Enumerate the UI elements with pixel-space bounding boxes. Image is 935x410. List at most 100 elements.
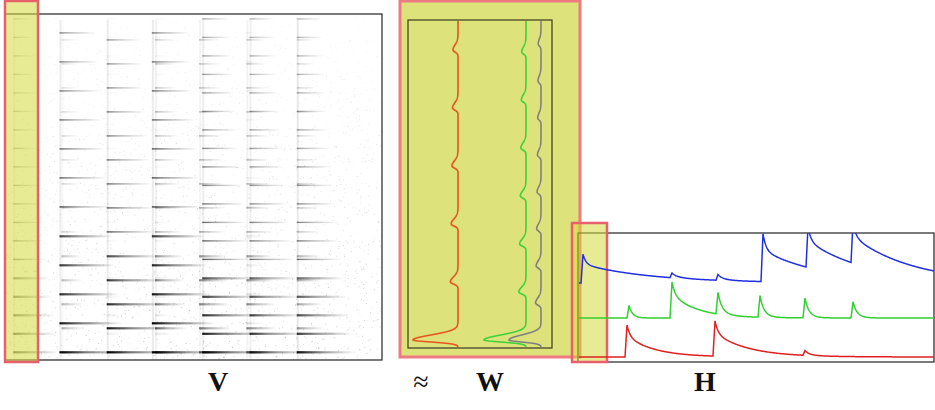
spectrogram-noise [120,271,121,272]
spectrogram-noise [53,302,54,303]
spectrogram-noise [315,220,316,221]
spectrogram-noise [176,41,177,42]
spectrogram-noise [86,335,87,336]
spectrogram-noise [361,161,362,162]
spectrogram-noise [330,190,331,191]
spectrogram-noise [218,283,219,284]
spectrogram-noise [144,330,145,331]
spectrogram-noise [303,344,304,345]
spectrogram-noise [378,221,379,222]
spectrogram-noise [87,305,88,306]
spectrogram-noise [73,92,74,93]
spectrogram-noise [356,178,357,179]
spectrogram-noise [260,224,261,225]
spectrogram-noise [187,195,188,196]
spectrogram-noise [129,103,130,104]
spectrogram-noise [362,343,363,344]
spectrogram-noise [118,174,119,175]
spectrogram-noise [256,275,257,276]
spectrogram-noise [197,208,198,209]
spectrogram-noise [315,287,316,288]
spectrogram-noise [194,325,195,326]
spectrogram-noise [159,210,160,211]
spectrogram-noise [64,113,65,114]
spectrogram-noise [127,211,128,212]
spectrogram-noise [308,298,309,299]
spectrogram-noise [330,251,331,252]
spectrogram-noise [359,210,360,211]
spectrogram-noise [232,345,233,346]
spectrogram-noise [177,55,178,56]
spectrogram-noise [364,20,365,21]
spectrogram-noise [134,306,135,307]
spectrogram-noise [364,82,365,83]
spectrogram-noise [196,252,197,253]
spectrogram-noise [45,194,46,195]
spectrogram-noise [380,308,381,309]
spectrogram-noise [350,220,351,221]
spectrogram-noise [130,186,131,187]
spectrogram-noise [281,45,282,46]
spectrogram-noise [230,248,231,249]
spectrogram-noise [49,57,50,58]
spectrogram-noise [308,345,309,346]
spectrogram-noise [303,264,304,265]
spectrogram-noise [92,22,93,23]
spectrogram-noise [190,317,191,318]
spectrogram-noise [327,272,328,273]
spectrogram-noise [188,139,189,140]
spectrogram-noise [342,162,343,163]
spectrogram-noise [85,129,86,130]
spectrogram-noise [159,224,160,225]
spectrogram-noise [175,229,176,230]
spectrogram-noise [354,275,355,276]
spectrogram-noise [209,311,210,312]
spectrogram-noise [377,313,378,314]
spectrogram-noise [47,207,48,208]
spectrogram-noise [117,219,118,220]
spectrogram-noise [67,326,68,327]
spectrogram-noise [280,194,281,195]
spectrogram-noise [263,316,264,317]
spectrogram-noise [55,307,56,308]
spectrogram-noise [322,178,323,179]
spectrogram-noise [158,343,159,344]
spectrogram-noise [316,143,317,144]
spectrogram-noise [338,100,339,101]
spectrogram-noise [372,81,373,82]
spectrogram-noise [182,187,183,188]
spectrogram-noise [354,94,355,95]
spectrogram-noise [233,201,234,202]
spectrogram-noise [176,22,177,23]
spectrogram-noise [195,319,196,320]
spectrogram-noise [179,299,180,300]
spectrogram-noise [267,284,268,285]
spectrogram-noise [138,333,139,334]
spectrogram-noise [192,275,193,276]
spectrogram-noise [104,203,105,204]
spectrogram-noise [283,321,284,322]
spectrogram-noise [139,270,140,271]
spectrogram-noise [119,346,120,347]
spectrogram-noise [54,64,55,65]
spectrogram-noise [355,278,356,279]
spectrogram-noise [178,52,179,53]
spectrogram-noise [169,268,170,269]
spectrogram-noise [87,248,88,249]
spectrogram-noise [70,241,71,242]
spectrogram-noise [84,219,85,220]
spectrogram-noise [355,271,356,272]
spectrogram-noise [284,169,285,170]
spectrogram-noise [214,254,215,255]
spectrogram-noise [67,47,68,48]
spectrogram-noise [47,138,48,139]
spectrogram-noise [337,326,338,327]
spectrogram-noise [304,336,305,337]
spectrogram-noise [291,206,292,207]
spectrogram-noise [172,116,173,117]
spectrogram-noise [258,262,259,263]
spectrogram-noise [369,210,370,211]
spectrogram-noise [197,307,198,308]
spectrogram-noise [340,160,341,161]
spectrogram-noise [368,244,369,245]
